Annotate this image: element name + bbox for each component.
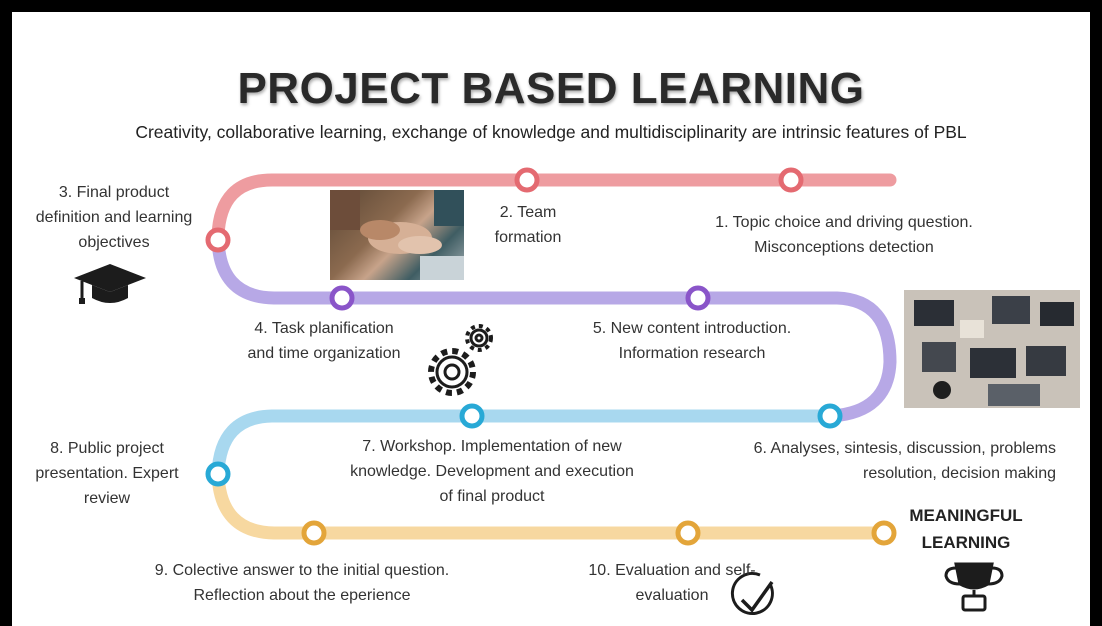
step-6-node: [817, 403, 843, 429]
checkmark-circle-icon: [730, 572, 774, 615]
step-3-node: [205, 227, 231, 253]
path-row-2: [211, 229, 897, 423]
infographic: PROJECT BASED LEARNING Creativity, colla…: [12, 12, 1090, 626]
step-9-node: [301, 520, 327, 546]
step-2-node: [514, 167, 540, 193]
step-10-label: 10. Evaluation and self-evaluation: [588, 562, 756, 604]
path-row-3: [211, 409, 839, 481]
step-6-label: 6. Analyses, sintesis, discussion, probl…: [753, 440, 1056, 482]
learning-path: [74, 167, 1004, 615]
graduation-cap-icon: [74, 264, 146, 304]
step-8-node: [205, 461, 231, 487]
path-row-1: [211, 173, 897, 243]
step-4-node: [329, 285, 355, 311]
step-9-label: 9. Colective answer to the initial quest…: [154, 562, 450, 604]
page-subtitle: Creativity, collaborative learning, exch…: [135, 122, 967, 142]
step-5-label: 5. New content introduction.Information …: [592, 320, 792, 362]
page-title: PROJECT BASED LEARNING: [237, 64, 865, 113]
step-1-label: 1. Topic choice and driving question.Mis…: [715, 214, 973, 256]
step-10-node: [675, 520, 701, 546]
step-5-node: [685, 285, 711, 311]
step-1-node: [778, 167, 804, 193]
gears-icon: [428, 324, 493, 396]
trophy-icon: [944, 562, 1004, 612]
team-hands-photo: [330, 190, 464, 280]
path-row-4: [211, 467, 891, 540]
laptops-photo: [904, 290, 1080, 408]
final-node: [871, 520, 897, 546]
step-7-node: [459, 403, 485, 429]
